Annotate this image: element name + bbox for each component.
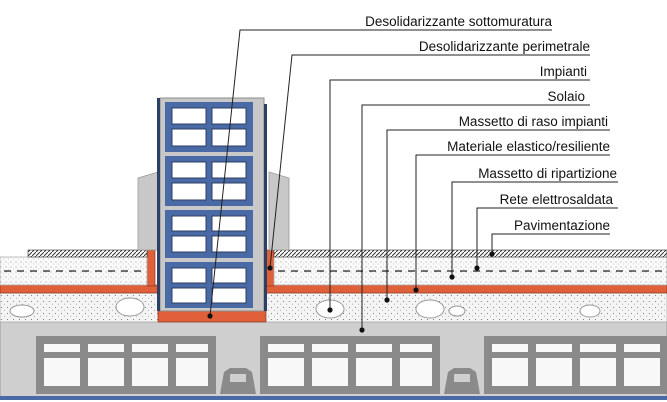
slab-blocks-center — [260, 336, 440, 394]
label-materiale-elastico: Materiale elastico/resiliente — [447, 139, 610, 154]
pipe — [448, 305, 466, 317]
floor-finish — [27, 249, 667, 258]
services-screed — [0, 292, 667, 323]
label-pavimentazione: Pavimentazione — [514, 218, 610, 233]
brick-course — [165, 210, 253, 258]
label-desolidarizzante-sottomuratura: Desolidarizzante sottomuratura — [365, 14, 552, 29]
label-rete-elettrosaldata: Rete elettrosaldata — [500, 192, 614, 207]
label-massetto-ripartizione: Massetto di ripartizione — [478, 166, 617, 181]
brick-course — [165, 262, 253, 308]
label-solaio: Solaio — [547, 89, 585, 104]
label-massetto-raso-impianti: Massetto di raso impianti — [459, 114, 608, 129]
leader-lines — [209, 29, 618, 330]
pipe — [415, 299, 445, 319]
pipe — [9, 304, 35, 318]
brick-course — [165, 156, 253, 206]
slab — [0, 321, 667, 400]
pipe — [115, 297, 145, 317]
label-impianti: Impianti — [540, 64, 587, 79]
slab-blocks-left — [36, 336, 216, 394]
leader-dots — [207, 251, 495, 333]
perimeter-strip-left — [146, 249, 156, 287]
distribution-screed — [0, 256, 667, 286]
slab-blocks-right — [484, 336, 667, 394]
brick-wall — [157, 97, 267, 312]
brick-course — [165, 102, 253, 152]
slab-base-line — [0, 396, 667, 400]
label-desolidarizzante-perimetrale: Desolidarizzante perimetrale — [419, 39, 590, 54]
pipe — [579, 304, 601, 318]
